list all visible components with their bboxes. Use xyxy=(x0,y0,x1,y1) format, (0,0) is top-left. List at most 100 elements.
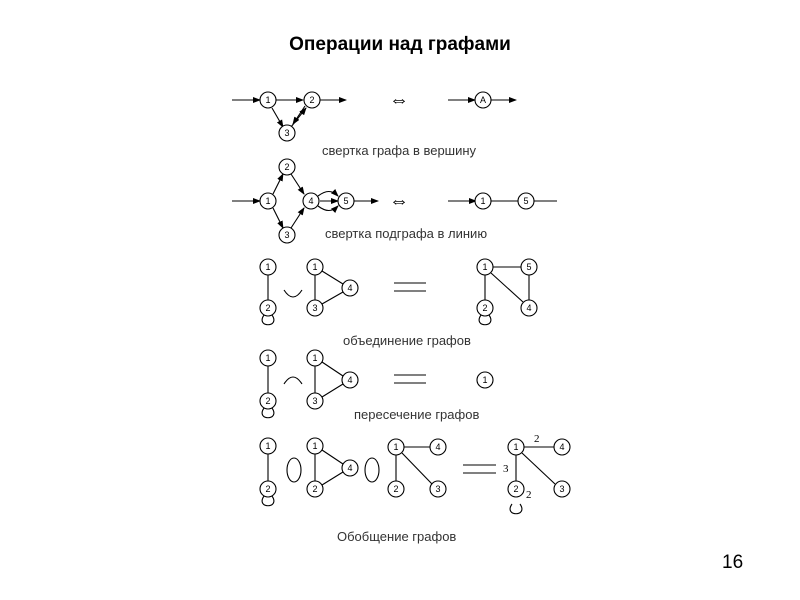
node-label: 1 xyxy=(393,442,398,452)
graph-node xyxy=(259,299,277,317)
edge-weight: 2 xyxy=(526,489,532,501)
graph-node xyxy=(306,349,324,367)
caption-intersection: пересечение графов xyxy=(354,407,479,422)
page-number: 16 xyxy=(722,552,744,573)
node-label: 4 xyxy=(347,283,352,293)
row-union: 1 2 1 3 4 1 5 2 4 объединение графов xyxy=(259,258,538,348)
node-label: 2 xyxy=(265,484,270,494)
generalization-symbol xyxy=(364,457,380,483)
graph-node xyxy=(553,480,571,498)
node-label: A xyxy=(480,95,486,105)
caption-union: объединение графов xyxy=(343,333,471,348)
graph-node xyxy=(507,438,525,456)
graph-node xyxy=(259,480,277,498)
node-label: 2 xyxy=(513,484,518,494)
graph-node xyxy=(306,392,324,410)
node-label: 2 xyxy=(482,303,487,313)
graph-node xyxy=(306,299,324,317)
node-label: 1 xyxy=(482,375,487,385)
node-label: 1 xyxy=(265,196,270,206)
node-label: 5 xyxy=(523,196,528,206)
node-label: 4 xyxy=(526,303,531,313)
node-label: 3 xyxy=(559,484,564,494)
graph-node xyxy=(474,91,492,109)
node-label: 2 xyxy=(309,95,314,105)
graph-node xyxy=(520,299,538,317)
node-label: 4 xyxy=(347,463,352,473)
node-label: 2 xyxy=(284,162,289,172)
node-label: 1 xyxy=(265,441,270,451)
caption-subgraph-to-line: свертка подграфа в линию xyxy=(325,226,487,241)
caption-vertex-contraction: свертка графа в вершину xyxy=(322,143,477,158)
graph-node xyxy=(302,192,320,210)
edge-weight: 2 xyxy=(534,433,540,445)
node-label: 5 xyxy=(526,262,531,272)
node-label: 2 xyxy=(312,484,317,494)
node-label: 4 xyxy=(347,375,352,385)
graph-node xyxy=(306,258,324,276)
graph-node xyxy=(278,158,296,176)
node-label: 2 xyxy=(393,484,398,494)
graph-node xyxy=(476,371,494,389)
node-label: 4 xyxy=(559,442,564,452)
graph-node xyxy=(429,438,447,456)
node-label: 2 xyxy=(265,303,270,313)
graph-node xyxy=(278,124,296,142)
graph-node xyxy=(507,480,525,498)
generalization-symbol xyxy=(286,457,302,483)
edge-weight: 3 xyxy=(503,463,509,475)
caption-generalization: Обобщение графов xyxy=(337,529,456,544)
row-generalization: 1 2 1 2 4 1 4 2 3 1 4 2 xyxy=(259,433,571,544)
slide-title: Операции над графами xyxy=(289,34,511,55)
graph-node xyxy=(429,480,447,498)
graph-node xyxy=(520,258,538,276)
node-label: 2 xyxy=(265,396,270,406)
graph-node xyxy=(341,371,359,389)
graph-node xyxy=(303,91,321,109)
row-vertex-contraction: 1 2 3 ⇔ A свертка графа в вершину xyxy=(232,89,517,158)
graph-node xyxy=(259,258,277,276)
graph-node xyxy=(553,438,571,456)
graph-node xyxy=(259,437,277,455)
equivalence-symbol: ⇔ xyxy=(389,89,409,111)
graph-node xyxy=(474,192,492,210)
node-label: 1 xyxy=(265,262,270,272)
node-label: 4 xyxy=(435,442,440,452)
node-label: 1 xyxy=(480,196,485,206)
row-intersection: 1 2 1 3 4 1 пересечение графов xyxy=(259,349,494,422)
graph-node xyxy=(306,480,324,498)
node-label: 3 xyxy=(284,128,289,138)
graph-node xyxy=(341,279,359,297)
node-label: 1 xyxy=(312,262,317,272)
graph-node xyxy=(337,192,355,210)
graph-node xyxy=(306,437,324,455)
node-label: 1 xyxy=(265,95,270,105)
node-label: 3 xyxy=(312,396,317,406)
graph-node xyxy=(387,480,405,498)
graph-node xyxy=(387,438,405,456)
graph-node xyxy=(259,392,277,410)
graph-node xyxy=(476,299,494,317)
equivalence-symbol: ⇔ xyxy=(389,190,409,212)
row-subgraph-to-line: 1 2 3 4 5 ⇔ 1 5 свертка подграфа в линию xyxy=(232,158,557,244)
node-label: 3 xyxy=(312,303,317,313)
graph-node xyxy=(278,226,296,244)
node-label: 1 xyxy=(482,262,487,272)
graph-node xyxy=(517,192,535,210)
graph-node xyxy=(476,258,494,276)
node-label: 3 xyxy=(284,230,289,240)
node-label: 1 xyxy=(265,353,270,363)
node-label: 5 xyxy=(343,196,348,206)
node-label: 1 xyxy=(513,442,518,452)
intersection-symbol xyxy=(283,376,303,385)
node-label: 1 xyxy=(312,353,317,363)
node-label: 1 xyxy=(312,441,317,451)
graph-node xyxy=(259,349,277,367)
union-symbol xyxy=(283,289,303,298)
graph-node xyxy=(341,459,359,477)
graph-node xyxy=(259,91,277,109)
node-label: 4 xyxy=(308,196,313,206)
node-label: 3 xyxy=(435,484,440,494)
graph-node xyxy=(259,192,277,210)
